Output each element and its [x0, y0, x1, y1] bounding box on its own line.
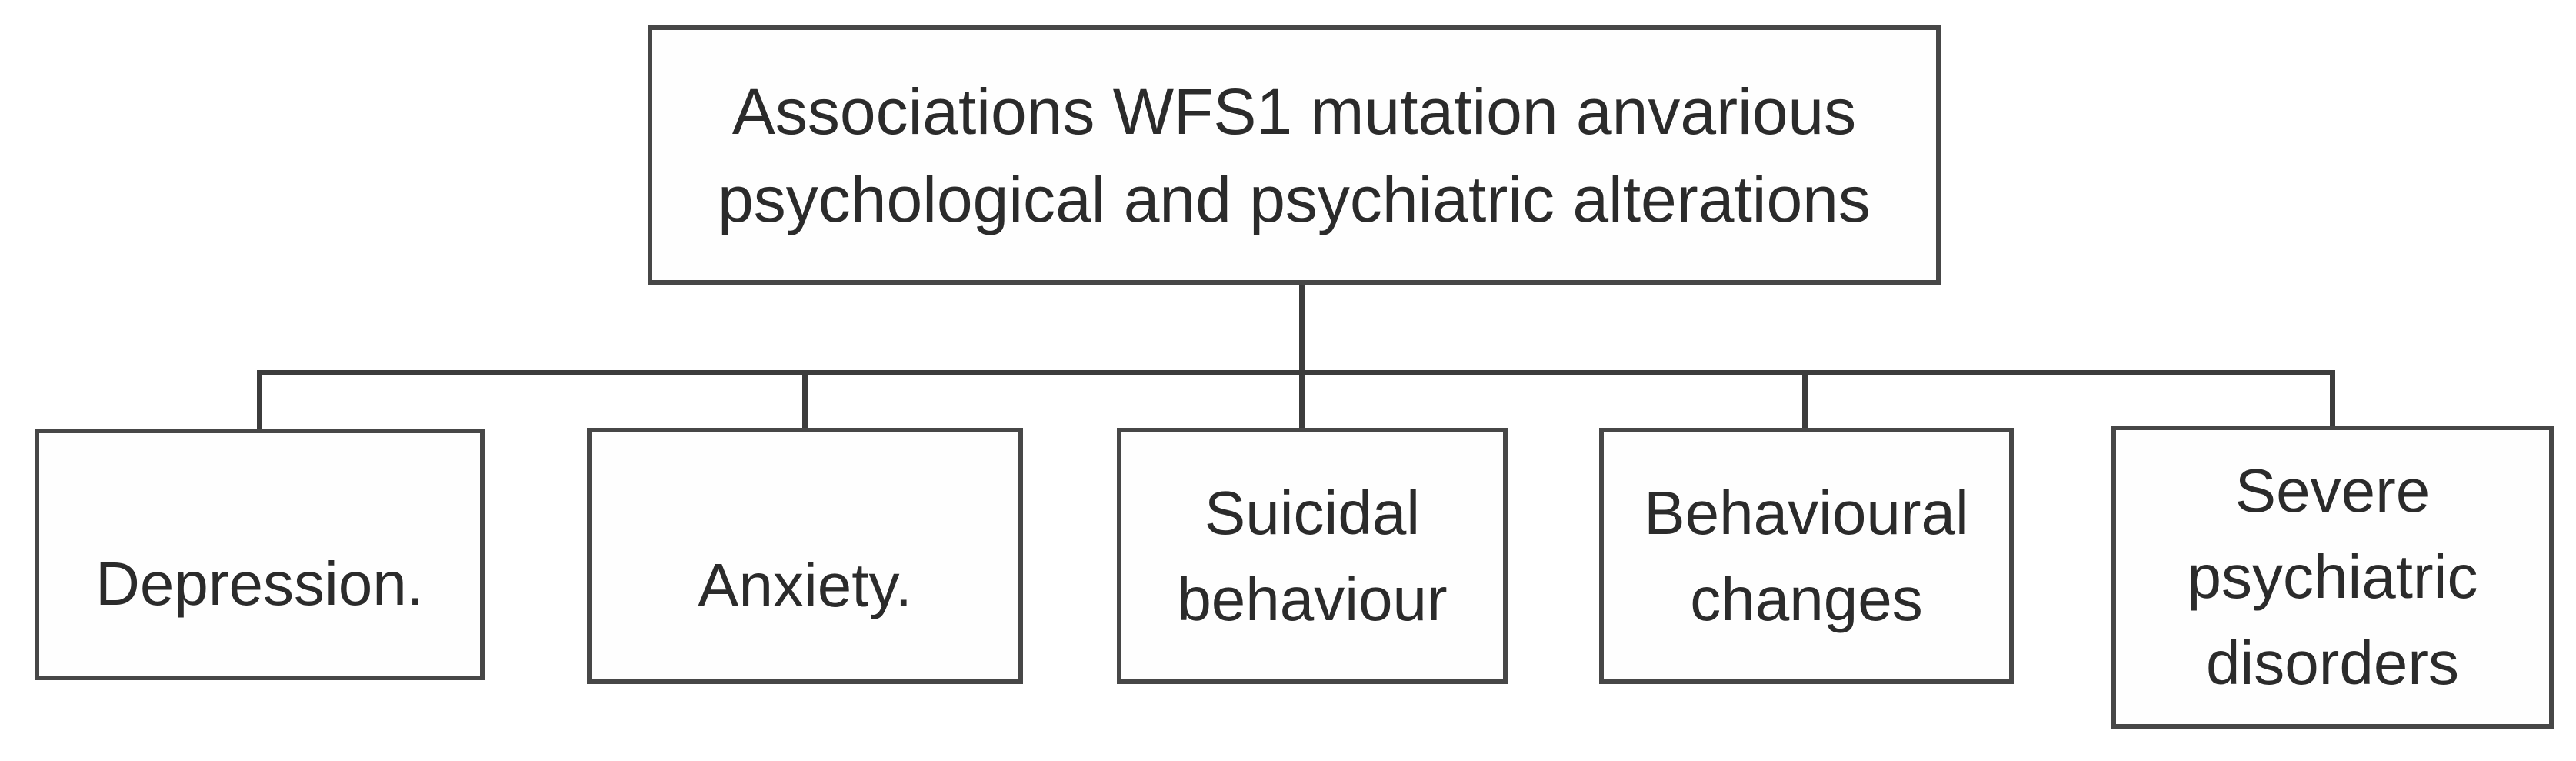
node-depression: Depression.: [35, 429, 485, 680]
connector-drop-depression: [257, 370, 262, 433]
node-severe-psychiatric-disorders-label: Severe psychiatric disorders: [2187, 456, 2478, 697]
connector-drop-anxiety: [802, 370, 808, 432]
connector-rail: [257, 370, 2335, 375]
node-suicidal-behaviour: Suicidal behaviour: [1117, 428, 1508, 684]
node-severe-psychiatric-disorders: Severe psychiatric disorders: [2111, 426, 2554, 729]
node-depression-label: Depression.: [95, 549, 424, 618]
connector-drop-severe: [2330, 370, 2335, 430]
connector-drop-behavioural: [1802, 370, 1808, 432]
node-anxiety-label: Anxiety.: [698, 550, 912, 619]
node-behavioural-changes-label: Behavioural changes: [1644, 478, 1969, 633]
node-root-label: Associations WFS1 mutation anvarious psy…: [718, 75, 1871, 235]
node-suicidal-behaviour-label: Suicidal behaviour: [1177, 478, 1448, 633]
node-root: Associations WFS1 mutation anvarious psy…: [648, 25, 1941, 285]
node-behavioural-changes: Behavioural changes: [1599, 428, 2014, 684]
connector-stem: [1299, 285, 1305, 432]
node-anxiety: Anxiety.: [587, 428, 1023, 684]
